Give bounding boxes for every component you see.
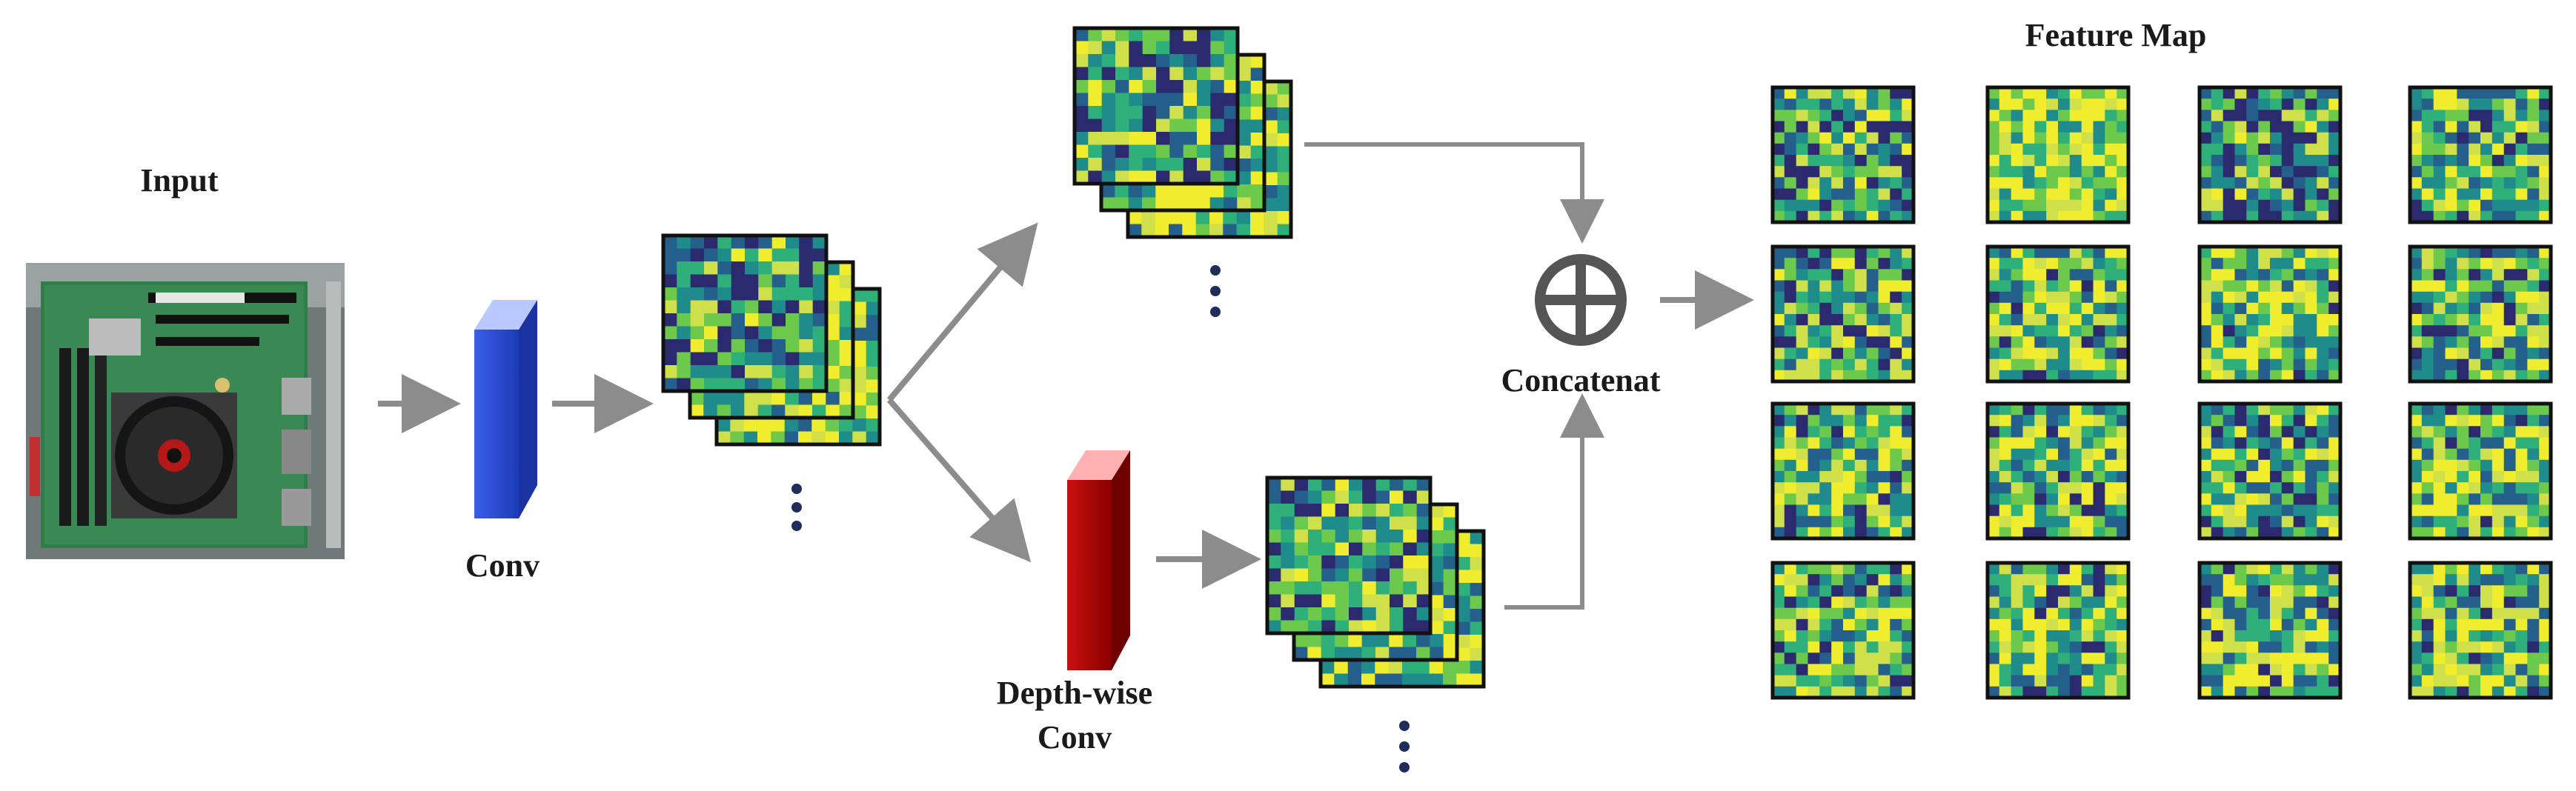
feature-map-tile-1-0 [1770, 244, 1916, 384]
depthwise-label-line1: Depth-wise [997, 675, 1152, 711]
conv-label: Conv [465, 547, 540, 584]
feature-map-tile-1-2 [2197, 244, 2343, 384]
feature-map-grid [1770, 85, 2553, 700]
feature-map-tile-3-0 [1770, 561, 1916, 700]
feature-layer-0 [661, 233, 829, 393]
feature-layer-0 [1072, 26, 1240, 186]
feature-map-tile-2-2 [2197, 401, 2343, 541]
feature-map-title: Feature Map [2025, 17, 2207, 53]
depthwise-conv-block [1067, 450, 1130, 670]
input-label: Input [140, 162, 219, 198]
stack-b-dots [1210, 265, 1221, 317]
feature-map-tile-3-1 [1985, 561, 2131, 700]
stack-c-dots [1399, 721, 1410, 772]
arrow-to-depthwise [886, 398, 1032, 563]
conv-block [474, 300, 537, 518]
feature-map-tile-3-2 [2197, 561, 2343, 700]
depthwise-feature-stack [1265, 475, 1486, 689]
feature-map-tile-1-1 [1985, 244, 2131, 384]
feature-map-tile-0-0 [1770, 85, 1916, 224]
feature-map-tile-0-1 [1985, 85, 2131, 224]
feature-map-tile-2-1 [1985, 401, 2131, 541]
arrow-upper-to-concat [1304, 142, 1604, 244]
feature-map-tile-2-0 [1770, 401, 1916, 541]
upper-feature-stack [1072, 26, 1293, 239]
feature-map-tile-3-3 [2408, 561, 2553, 700]
conv-feature-stack [661, 233, 882, 447]
feature-map-tile-0-3 [2408, 85, 2553, 224]
feature-map-tile-2-3 [2408, 401, 2553, 541]
arrow-to-upper-branch [886, 222, 1038, 402]
depthwise-label-line2: Conv [1038, 719, 1112, 755]
circle-plus-icon [1535, 254, 1627, 346]
feature-map-tile-0-2 [2197, 85, 2343, 224]
stack-a-dots [791, 484, 802, 531]
arrow-lower-to-concat [1504, 393, 1604, 610]
feature-map-tile-1-3 [2408, 244, 2553, 384]
input-motherboard-image [26, 263, 345, 559]
concat-label: Concatenat [1501, 362, 1660, 398]
feature-layer-0 [1265, 475, 1433, 635]
